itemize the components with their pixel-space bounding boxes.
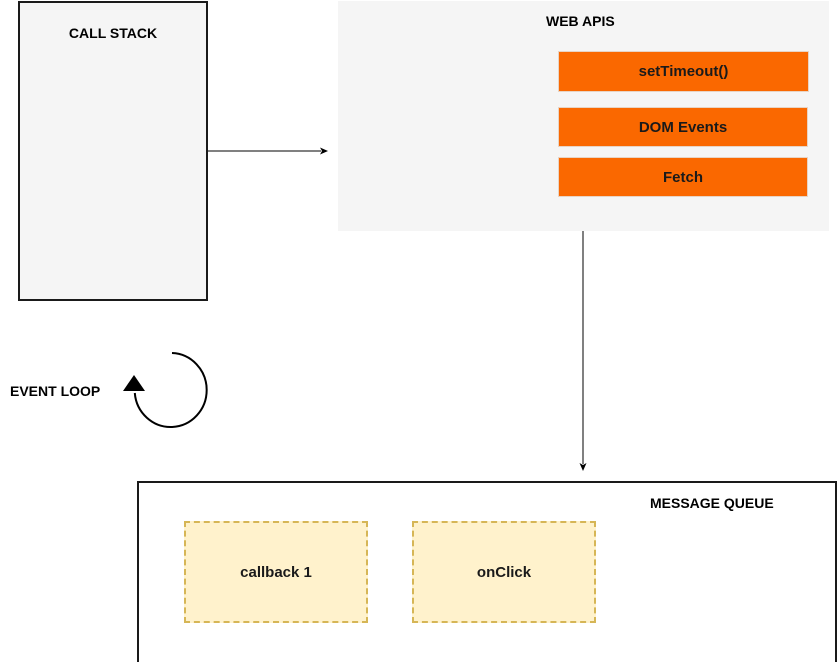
event-loop-label: EVENT LOOP bbox=[10, 383, 101, 399]
queue-item-onclick: onClick bbox=[412, 521, 596, 623]
web-api-dom-events: DOM Events bbox=[558, 107, 808, 147]
call-stack-to-web-apis-arrow bbox=[208, 147, 328, 155]
circular-arrow-icon bbox=[123, 352, 208, 428]
web-api-settimeout: setTimeout() bbox=[558, 51, 809, 92]
web-apis-to-message-queue-arrow bbox=[579, 231, 587, 471]
web-apis-title: WEB APIS bbox=[546, 13, 615, 29]
web-apis-panel: WEB APIS setTimeout() DOM Events Fetch bbox=[338, 1, 829, 231]
message-queue-title: MESSAGE QUEUE bbox=[650, 495, 774, 511]
call-stack-title: CALL STACK bbox=[68, 25, 158, 41]
queue-item-callback-1: callback 1 bbox=[184, 521, 368, 623]
message-queue-panel: MESSAGE QUEUE callback 1 onClick bbox=[137, 481, 837, 662]
call-stack-panel: CALL STACK bbox=[18, 1, 208, 301]
web-api-fetch: Fetch bbox=[558, 157, 808, 197]
